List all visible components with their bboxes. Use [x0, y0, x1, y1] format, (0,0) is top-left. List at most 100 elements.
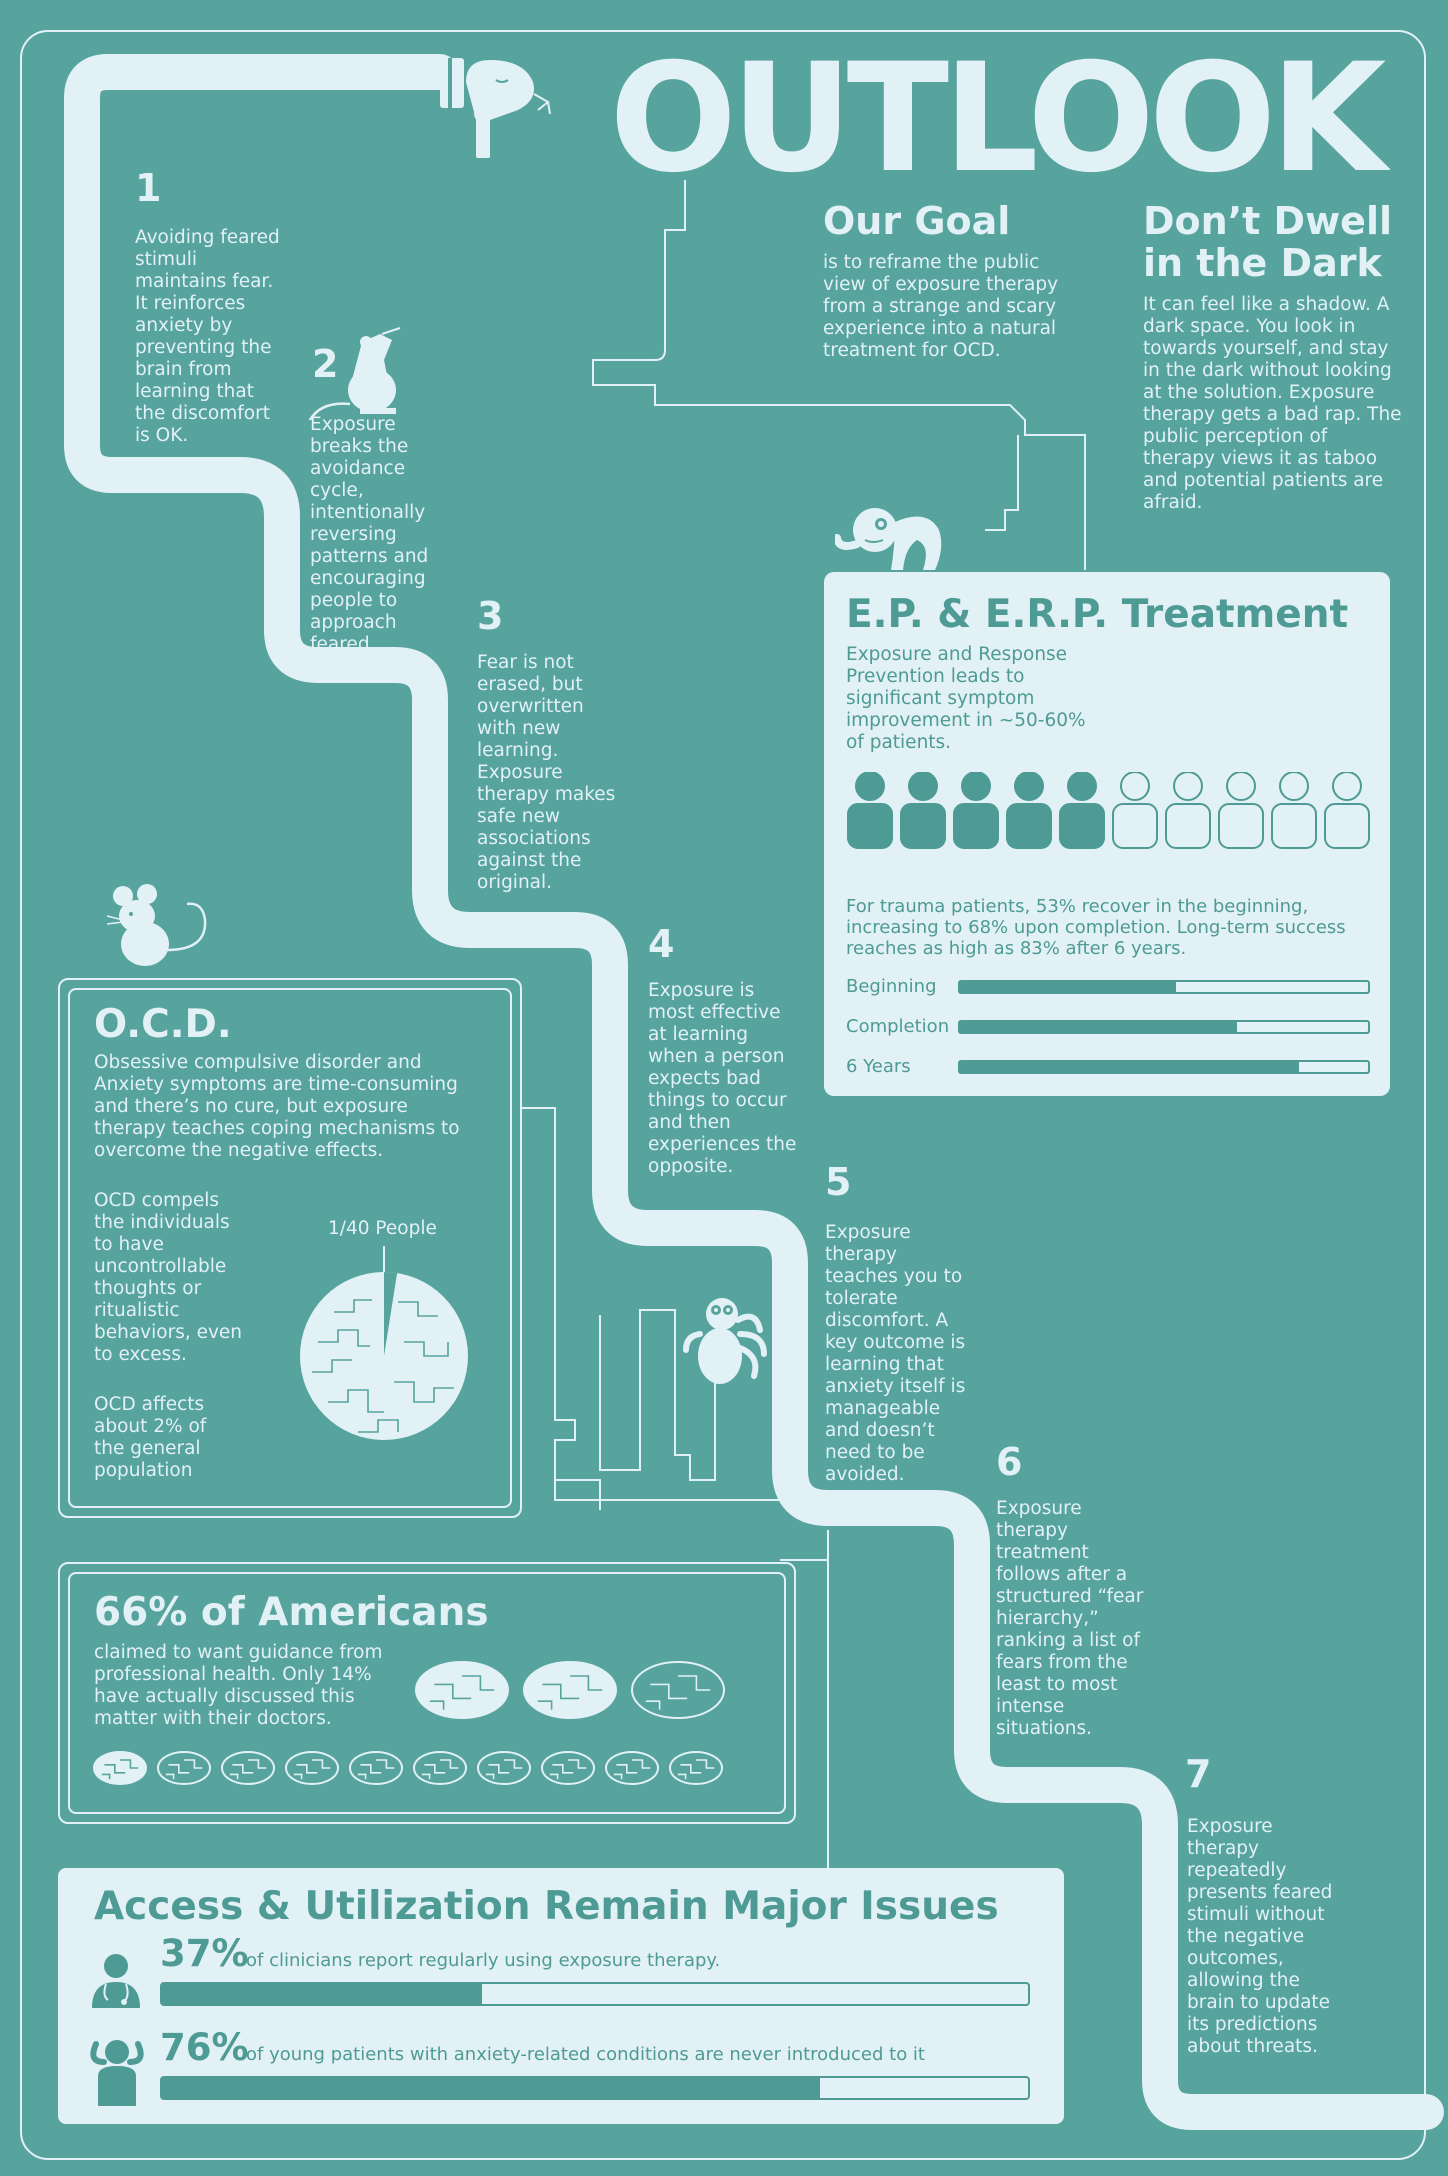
step-4-text: Exposure is most effective at learning w… [648, 980, 797, 1177]
bar-label-beginning: Beginning [846, 976, 937, 997]
dwell-heading: Don’t Dwell in the Dark [1143, 200, 1423, 284]
step-2-text: Exposure breaks the avoidance cycle, int… [310, 414, 429, 677]
erp-intro: Exposure and Response Prevention leads t… [846, 644, 1086, 753]
bar-fill [960, 1022, 1238, 1032]
person-icon-head [1067, 772, 1097, 801]
person-icon-head [908, 772, 938, 801]
snake-icon [440, 58, 551, 158]
bar-fill [162, 2078, 821, 2098]
stressed-person-icon [90, 2040, 144, 2106]
access-bar-1 [160, 1982, 1030, 2006]
ocd-card-inner-border [68, 988, 512, 1508]
step-2-number: 2 [312, 342, 339, 386]
access-text-1: of clinicians report regularly using exp… [246, 1950, 721, 1971]
person-icon [1059, 803, 1105, 849]
bar-beginning [958, 980, 1370, 994]
person-icon [847, 803, 893, 849]
person-icon [953, 803, 999, 849]
person-icon-head [961, 772, 991, 801]
access-text-2: of young patients with anxiety-related c… [246, 2044, 925, 2065]
step-5-number: 5 [825, 1160, 852, 1204]
mouse-icon [106, 884, 207, 966]
page-frame [20, 30, 1426, 2160]
title-outlook: OUTLOOK [609, 40, 1390, 200]
pie-maze-pattern [312, 1299, 454, 1433]
step-6-text: Exposure therapy treatment follows after… [996, 1498, 1144, 1739]
ocd-intro: Obsessive compulsive disorder and Anxiet… [94, 1052, 460, 1161]
step-7-text: Exposure therapy repeatedly presents fea… [1187, 1816, 1333, 2057]
step-7-number: 7 [1185, 1752, 1212, 1796]
brain-icon [669, 1751, 723, 1785]
octopus-icon [835, 508, 942, 570]
access-heading: Access & Utilization Remain Major Issues [94, 1884, 999, 1929]
bar-label-6-years: 6 Years [846, 1056, 911, 1077]
person-icon [1006, 803, 1052, 849]
person-icon-head [1332, 772, 1362, 801]
person-icon-head [1279, 772, 1309, 801]
rat-icon [308, 327, 401, 420]
brain-icon [541, 1751, 595, 1785]
dwell-text: It can feel like a shadow. A dark space.… [1143, 294, 1402, 513]
person-icon-head [855, 772, 885, 801]
brain-icons-small [93, 1751, 723, 1785]
americans-text: claimed to want guidance from profession… [94, 1642, 383, 1729]
access-bar-2 [160, 2076, 1030, 2100]
dwell-heading-line1: Don’t Dwell [1143, 199, 1393, 243]
step-3-number: 3 [477, 594, 504, 638]
bar-completion [958, 1020, 1370, 1034]
circuit-lines [520, 180, 1086, 1870]
title-text: OUTLOOK [609, 40, 1390, 200]
access-pct-1: 37% [160, 1932, 249, 1975]
person-icon [900, 803, 946, 849]
brain-icon [349, 1751, 403, 1785]
brain-icon [523, 1661, 617, 1719]
person-icon [1271, 803, 1317, 849]
brain-icon [415, 1661, 509, 1719]
goal-heading: Our Goal [823, 199, 1011, 243]
person-icon-head [1120, 772, 1150, 801]
pie-label: 1/40 People [328, 1218, 437, 1239]
erp-heading: E.P. & E.R.P. Treatment [846, 592, 1349, 637]
goal-text: is to reframe the public view of exposur… [823, 252, 1059, 361]
brain-icon [631, 1661, 725, 1719]
bar-label-completion: Completion [846, 1016, 950, 1037]
brain-icon [93, 1751, 147, 1785]
ocd-affects: OCD affects about 2% of the general popu… [94, 1394, 207, 1481]
step-1-number: 1 [135, 166, 162, 210]
person-icon-head [1173, 772, 1203, 801]
dwell-heading-line2: in the Dark [1143, 241, 1382, 285]
step-1-text: Avoiding feared stimuli maintains fear. … [135, 227, 280, 446]
step-3-text: Fear is not erased, but overwritten with… [477, 652, 616, 893]
pie-slice [384, 1272, 398, 1356]
ocd-card: O.C.D. Obsessive compulsive disorder and… [58, 978, 522, 1518]
ocd-compels: OCD compels the individuals to have unco… [94, 1190, 243, 1365]
person-icon [1165, 803, 1211, 849]
person-icon [1112, 803, 1158, 849]
access-pct-2: 76% [160, 2026, 249, 2069]
winding-road [64, 54, 1444, 2130]
erp-card: E.P. & E.R.P. Treatment Exposure and Res… [824, 572, 1390, 1096]
americans-heading: 66% of Americans [94, 1590, 489, 1635]
brain-icons-large [415, 1661, 725, 1719]
person-icon [1218, 803, 1264, 849]
person-icon [1324, 803, 1370, 849]
brain-icon [605, 1751, 659, 1785]
pie-chart [300, 1246, 468, 1440]
americans-card-inner-border [68, 1572, 786, 1814]
doctor-icon [92, 1954, 140, 2008]
brain-icon [157, 1751, 211, 1785]
step-6-number: 6 [996, 1440, 1023, 1484]
person-icon-head [1014, 772, 1044, 801]
brain-icon [221, 1751, 275, 1785]
access-card: Access & Utilization Remain Major Issues… [58, 1868, 1064, 2124]
step-4-number: 4 [648, 922, 675, 966]
person-icon-head [1226, 772, 1256, 801]
brain-icon [477, 1751, 531, 1785]
americans-card: 66% of Americans claimed to want guidanc… [58, 1562, 796, 1824]
bar-fill [162, 1984, 483, 2004]
brain-icon [285, 1751, 339, 1785]
bar-6-years [958, 1060, 1370, 1074]
ocd-heading: O.C.D. [94, 1002, 232, 1047]
